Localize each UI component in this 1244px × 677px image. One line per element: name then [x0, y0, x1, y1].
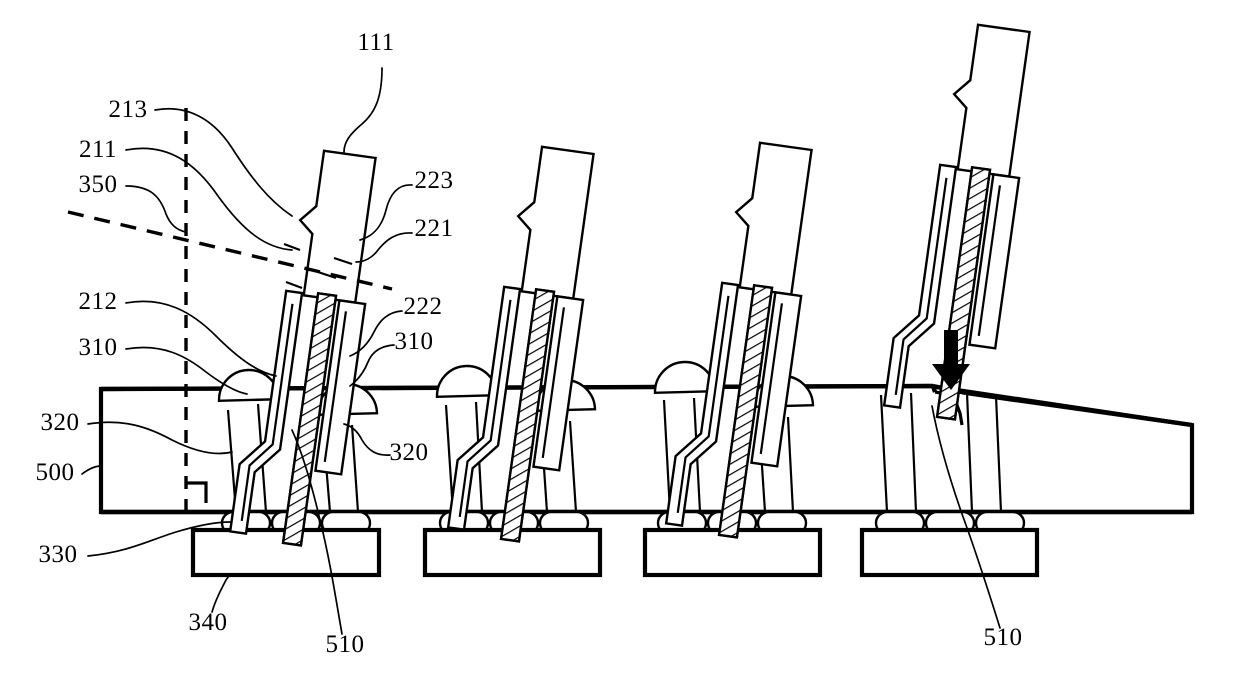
ref-label-310-right: 310 [395, 328, 434, 355]
leader-lines [81, 67, 1001, 635]
ref-label-320: 320 [41, 409, 80, 436]
ref-label-320-right: 320 [390, 439, 429, 466]
die-package-blocks [190, 527, 1040, 578]
ref-label-340: 340 [189, 609, 228, 636]
ref-label-211: 211 [79, 136, 117, 163]
ref-label-222: 222 [404, 293, 443, 320]
ref-label-111: 111 [357, 29, 394, 56]
ref-label-330: 330 [39, 541, 78, 568]
insertion-direction-arrow [932, 330, 970, 390]
reference-plane-350 [67, 210, 393, 291]
die-package-4 [859, 527, 1040, 578]
ref-label-510-right: 510 [984, 624, 1023, 651]
leader-tick-marks [283, 242, 353, 290]
ref-label-223: 223 [415, 167, 454, 194]
reference-label-group: 111 213 211 350 223 221 212 222 310 310 … [36, 29, 1023, 658]
connector-assembly-4-detached[interactable] [882, 17, 1041, 425]
perpendicularity-symbol [186, 481, 208, 503]
ref-label-213: 213 [109, 96, 148, 123]
ref-label-212: 212 [79, 288, 118, 315]
ref-label-310: 310 [79, 334, 118, 361]
ref-label-510: 510 [326, 631, 365, 658]
ref-label-500: 500 [36, 459, 75, 486]
die-package-3 [642, 527, 823, 578]
ref-label-350: 350 [79, 171, 118, 198]
ref-label-221: 221 [415, 215, 454, 242]
